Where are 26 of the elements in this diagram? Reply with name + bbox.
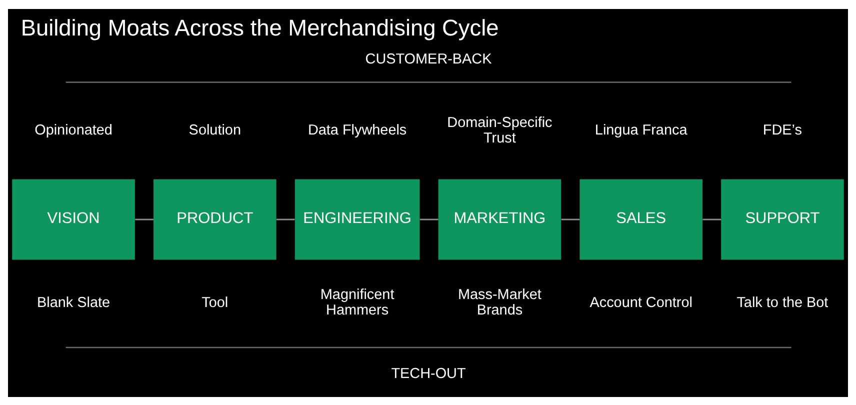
node-box: MARKETING (438, 178, 562, 260)
node-label: Mass-Market Brands (458, 286, 542, 318)
node-label: FDE’s (762, 122, 802, 138)
connector (135, 218, 154, 220)
node-label: Talk to the Bot (736, 294, 828, 310)
node-label: Opinionated (34, 122, 112, 138)
node-box: ENGINEERING (294, 178, 420, 260)
node-label: Tool (202, 294, 228, 310)
node-label: Magnificent Hammers (320, 286, 394, 318)
connector (420, 218, 438, 220)
diagram-title: Building Moats Across the Merchandising Cycle (20, 14, 499, 40)
node-box: SALES (580, 178, 702, 260)
node-label: Lingua Franca (594, 122, 688, 138)
node-box: SUPPORT (721, 178, 844, 260)
connector (561, 218, 580, 220)
node-box: VISION (12, 178, 135, 260)
node-label: Solution (188, 122, 242, 138)
node-label: Domain-Specific Trust (447, 114, 552, 146)
node-label: Blank Slate (37, 294, 110, 310)
node-label: Account Control (590, 294, 692, 310)
label: CUSTOMER-BACK (365, 50, 492, 67)
label: TECH-OUT (391, 366, 466, 382)
node-label: Data Flywheels (308, 122, 407, 138)
node-box: PRODUCT (154, 178, 276, 260)
connector (702, 218, 722, 220)
connector (276, 218, 295, 220)
